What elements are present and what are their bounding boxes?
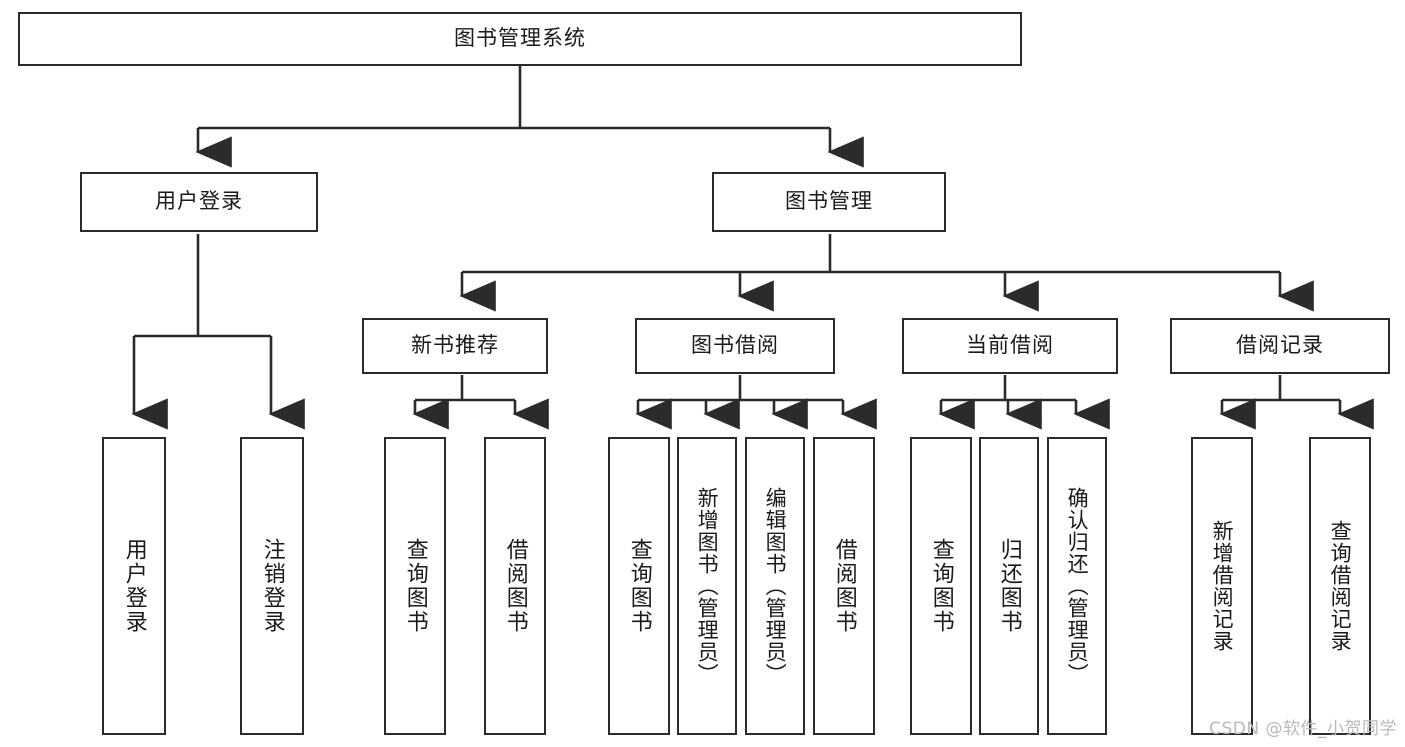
node-label: 借阅记录 bbox=[1236, 333, 1324, 358]
node-book-borrow[interactable]: 图书借阅 bbox=[635, 318, 835, 374]
node-label: 新书推荐 bbox=[411, 333, 499, 358]
node-label: 确认归还（管理员） bbox=[1065, 487, 1090, 685]
node-current-borrow[interactable]: 当前借阅 bbox=[902, 318, 1118, 374]
node-label: 查询图书 bbox=[928, 538, 954, 634]
node-label: 借阅图书 bbox=[502, 538, 528, 634]
leaf-current-borrow-return-book[interactable]: 归还图书 bbox=[979, 437, 1039, 735]
node-label: 查询图书 bbox=[626, 538, 652, 634]
node-borrow-record[interactable]: 借阅记录 bbox=[1170, 318, 1390, 374]
node-label: 新增图书（管理员） bbox=[695, 487, 720, 685]
node-label: 查询借阅记录 bbox=[1328, 520, 1353, 652]
node-label: 查询图书 bbox=[402, 538, 428, 634]
node-book-management[interactable]: 图书管理 bbox=[712, 172, 946, 232]
node-label: 新增借阅记录 bbox=[1210, 520, 1235, 652]
leaf-book-borrow-add-book-admin[interactable]: 新增图书（管理员） bbox=[677, 437, 737, 735]
csdn-watermark: CSDN @软件_小贺同学 bbox=[1209, 719, 1397, 739]
node-new-book-recommend[interactable]: 新书推荐 bbox=[362, 318, 548, 374]
leaf-new-book-query-book[interactable]: 查询图书 bbox=[384, 437, 446, 735]
node-root-book-management-system[interactable]: 图书管理系统 bbox=[18, 12, 1022, 66]
node-label: 注销登录 bbox=[259, 538, 285, 634]
leaf-book-borrow-edit-book-admin[interactable]: 编辑图书（管理员） bbox=[745, 437, 805, 735]
leaf-user-login-login[interactable]: 用户登录 bbox=[102, 437, 166, 735]
leaf-book-borrow-query-book[interactable]: 查询图书 bbox=[608, 437, 670, 735]
node-label: 图书管理 bbox=[785, 189, 873, 214]
node-label: 编辑图书（管理员） bbox=[763, 487, 788, 685]
leaf-borrow-record-add-record[interactable]: 新增借阅记录 bbox=[1191, 437, 1253, 735]
node-label: 图书借阅 bbox=[691, 333, 779, 358]
node-label: 图书管理系统 bbox=[454, 26, 586, 51]
leaf-new-book-borrow-book[interactable]: 借阅图书 bbox=[484, 437, 546, 735]
node-label: 归还图书 bbox=[996, 538, 1022, 634]
leaf-current-borrow-query-book[interactable]: 查询图书 bbox=[910, 437, 972, 735]
leaf-book-borrow-borrow-book[interactable]: 借阅图书 bbox=[813, 437, 875, 735]
node-label: 借阅图书 bbox=[831, 538, 857, 634]
leaf-borrow-record-query-record[interactable]: 查询借阅记录 bbox=[1309, 437, 1371, 735]
node-label: 用户登录 bbox=[121, 538, 147, 634]
node-user-login[interactable]: 用户登录 bbox=[80, 172, 318, 232]
node-label: 当前借阅 bbox=[966, 333, 1054, 358]
leaf-current-borrow-confirm-return-admin[interactable]: 确认归还（管理员） bbox=[1047, 437, 1107, 735]
node-label: 用户登录 bbox=[155, 189, 243, 214]
leaf-user-login-logout[interactable]: 注销登录 bbox=[240, 437, 304, 735]
